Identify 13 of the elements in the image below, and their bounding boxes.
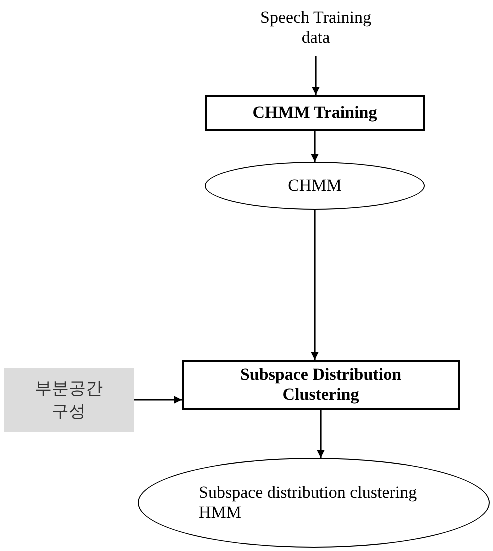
- arrow: [311, 210, 319, 360]
- node-text: 부분공간 구성: [34, 378, 104, 423]
- arrow: [134, 396, 182, 404]
- process-box: [205, 95, 425, 131]
- node-text: CHMM Training: [252, 103, 378, 123]
- input-box: [4, 368, 134, 432]
- node-text: Speech Training data: [260, 8, 372, 48]
- node-text: CHMM: [288, 176, 342, 196]
- arrow: [311, 131, 319, 162]
- node-text: Subspace Distribution Clustering: [239, 365, 403, 405]
- arrow: [312, 56, 320, 95]
- node-text: Subspace distribution clustering HMM: [199, 483, 418, 523]
- process-box: [182, 360, 460, 410]
